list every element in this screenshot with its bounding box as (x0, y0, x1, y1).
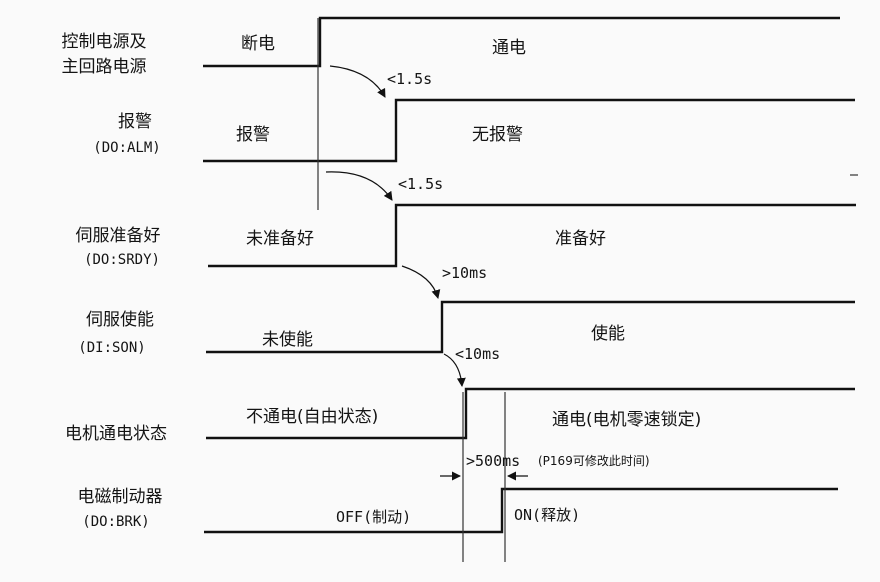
delay-arrows (325, 65, 528, 481)
motor-to-brake-note: (P169可修改此时间) (538, 453, 650, 468)
power-low-state: 断电 (241, 34, 275, 54)
enable-high-state: 使能 (591, 323, 625, 344)
alarm-to-ready-arrow (325, 171, 393, 201)
brake-low-state: OFF(制动) (336, 508, 411, 526)
alarm-waveform (203, 98, 855, 163)
enable-signal-code: (DI:SON) (78, 340, 145, 356)
motor-to-brake-timing: >500ms (466, 452, 520, 470)
brake-waveform (204, 487, 838, 534)
motor-waveform (206, 387, 855, 440)
ready-signal-name: 伺服准备好 (76, 226, 161, 246)
enable-to-motor-arrow (443, 353, 466, 387)
power-signal-name-line2: 主回路电源 (62, 57, 147, 77)
signal-labels: 控制电源及 主回路电源 报警 (DO:ALM) 伺服准备好 (DO:SRDY) … (62, 32, 168, 530)
waveforms (203, 16, 856, 534)
power-to-alarm-timing: <1.5s (387, 70, 432, 88)
timing-labels: <1.5s <1.5s >10ms <10ms >500ms (P169可修改此… (387, 70, 650, 470)
motor-low-state: 不通电(自由状态) (246, 407, 378, 427)
alarm-low-state: 报警 (236, 125, 270, 145)
enable-waveform (206, 300, 855, 354)
ready-to-enable-timing: >10ms (442, 264, 487, 282)
ready-low-state: 未准备好 (246, 229, 314, 249)
ready-waveform (208, 203, 856, 268)
enable-low-state: 未使能 (262, 329, 313, 350)
alarm-signal-code: (DO:ALM) (93, 140, 160, 156)
power-waveform (203, 16, 840, 68)
alarm-to-ready-timing: <1.5s (398, 175, 443, 193)
enable-signal-name: 伺服使能 (86, 309, 154, 330)
reference-lines (317, 18, 858, 562)
power-high-state: 通电 (492, 38, 526, 58)
power-signal-name-line1: 控制电源及 (62, 32, 147, 52)
ready-to-enable-arrow (401, 265, 441, 299)
power-to-alarm-arrow (329, 65, 386, 98)
ready-signal-code: (DO:SRDY) (84, 252, 160, 268)
alarm-high-state: 无报警 (472, 125, 523, 145)
alarm-signal-name: 报警 (118, 112, 152, 132)
enable-to-motor-timing: <10ms (455, 345, 500, 363)
brake-signal-code: (DO:BRK) (82, 514, 149, 530)
brake-signal-name: 电磁制动器 (78, 487, 163, 507)
state-labels: 断电 通电 报警 无报警 未准备好 准备好 未使能 使能 不通电(自由状态) 通… (236, 34, 701, 526)
brake-high-state: ON(释放) (514, 506, 580, 524)
motor-signal-name: 电机通电状态 (65, 424, 167, 444)
ready-high-state: 准备好 (555, 229, 606, 249)
motor-high-state: 通电(电机零速锁定) (552, 410, 701, 430)
